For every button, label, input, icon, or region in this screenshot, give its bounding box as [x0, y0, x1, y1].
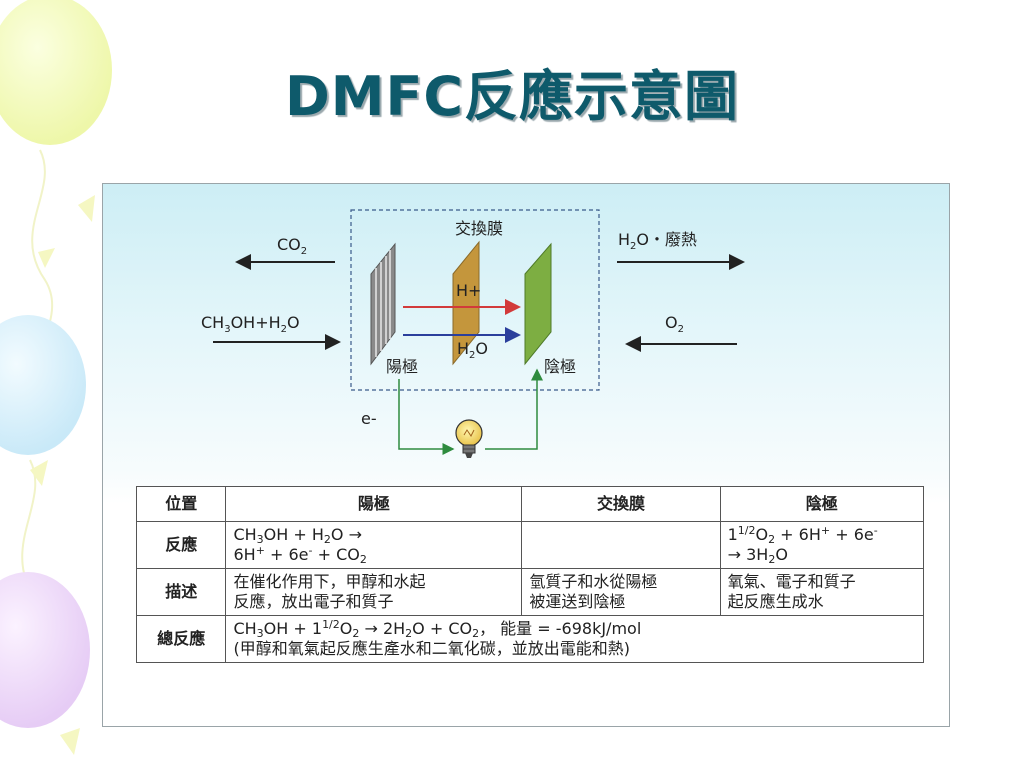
anode-reaction-line1: CH3OH + H2O →	[233, 525, 362, 546]
lightbulb-icon	[455, 419, 483, 458]
anode-stripes	[375, 250, 391, 357]
cathode-reaction-line1: 11/2O2 + 6H+ + 6e-	[727, 524, 878, 546]
overall-label: 總反應	[135, 615, 227, 663]
membrane-label: 交換膜	[455, 219, 503, 238]
reaction-label: 反應	[135, 521, 227, 569]
yellow-balloon	[0, 0, 112, 145]
cathode-description: 氧氣、電子和質子 起反應生成水	[719, 568, 925, 616]
header-membrane: 交換膜	[521, 486, 721, 522]
anode-plate	[370, 242, 396, 366]
anode-description: 在催化作用下，甲醇和水起 反應，放出電子和質子	[225, 568, 523, 616]
table-row-overall: 總反應 CH3OH + 11/2O2 → 2H2O + CO2， 能量 = -6…	[135, 615, 924, 663]
blue-balloon	[0, 315, 86, 455]
circuit-wire-right	[485, 368, 543, 450]
reaction-table: 位置 陽極 交換膜 陰極 反應 CH3OH + H2O → 6H+ + 6e- …	[135, 486, 925, 663]
membrane-reaction	[521, 521, 721, 569]
methanol-water-label: CH3OH+H2O	[201, 313, 300, 335]
dmfc-figure: 交換膜 H+ H2O 陽極 陰極 CO2 CH3OH+H2O H2O・廢熱	[102, 183, 950, 727]
overall-equation: CH3OH + 11/2O2 → 2H2O + CO2， 能量 = -698kJ…	[233, 618, 642, 640]
anode-reaction: CH3OH + H2O → 6H+ + 6e- + CO2	[225, 521, 523, 569]
cathode-plate	[524, 242, 552, 366]
dmfc-diagram: 交換膜 H+ H2O 陽極 陰極 CO2 CH3OH+H2O H2O・廢熱	[201, 209, 745, 458]
water-heat-label: H2O・廢熱	[618, 230, 697, 252]
co2-label: CO2	[277, 235, 307, 257]
anode-label: 陽極	[386, 357, 418, 376]
hplus-label: H+	[456, 281, 481, 300]
overall-explanation: (甲醇和氧氣起反應生產水和二氧化碳，並放出電能和熱)	[233, 639, 630, 658]
cathode-reaction-line2: → 3H2O	[727, 545, 788, 566]
cathode-reaction: 11/2O2 + 6H+ + 6e- → 3H2O	[719, 521, 925, 569]
table-row-description: 描述 在催化作用下，甲醇和水起 反應，放出電子和質子 氫質子和水從陽極 被運送到…	[135, 568, 925, 616]
header-anode: 陽極	[225, 486, 523, 522]
cathode-label: 陰極	[544, 357, 576, 376]
overall-reaction: CH3OH + 11/2O2 → 2H2O + CO2， 能量 = -698kJ…	[225, 615, 924, 663]
table-header-row: 位置 陽極 交換膜 陰極	[135, 486, 925, 522]
balloon-decoration	[0, 0, 124, 755]
page-title: DMFC反應示意圖	[284, 65, 740, 128]
description-label: 描述	[135, 568, 227, 616]
header-cathode: 陰極	[719, 486, 925, 522]
table-row-reaction: 反應 CH3OH + H2O → 6H+ + 6e- + CO2 11/2O2 …	[135, 521, 925, 569]
purple-balloon	[0, 572, 90, 728]
cell-boundary	[350, 209, 600, 391]
anode-reaction-line2: 6H+ + 6e- + CO2	[233, 544, 367, 566]
oxygen-label: O2	[665, 313, 684, 335]
circuit-wire-left	[398, 379, 455, 455]
membrane-description: 氫質子和水從陽極 被運送到陰極	[521, 568, 721, 616]
electron-label: e-	[361, 409, 377, 428]
water-label: H2O	[457, 339, 488, 361]
header-position: 位置	[135, 486, 227, 522]
